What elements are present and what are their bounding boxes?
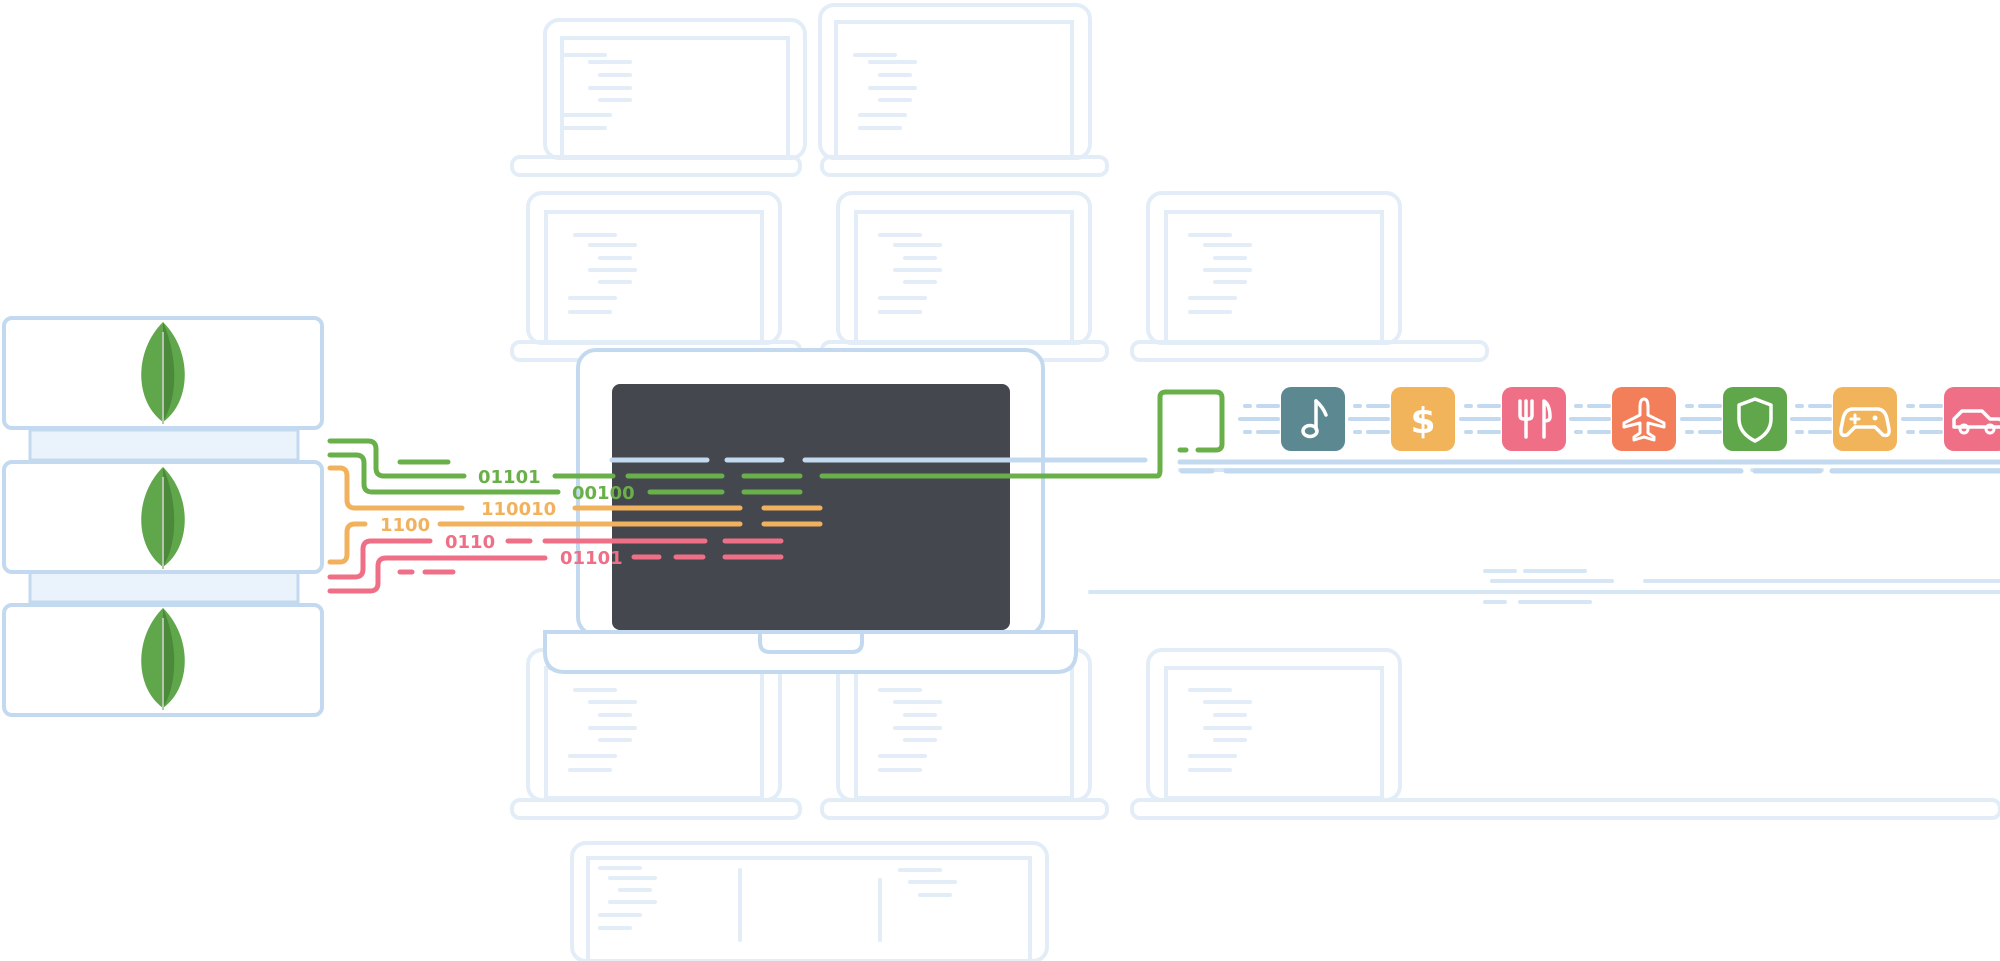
main-laptop <box>543 348 1078 674</box>
faint-connection-lines <box>1088 468 2000 604</box>
orange-data-stream <box>327 465 823 565</box>
app-icons: $ <box>1281 387 2000 451</box>
shield-icon <box>1723 387 1787 451</box>
background-laptop-row2-3 <box>1130 191 1489 362</box>
restaurant-icon <box>1502 387 1566 451</box>
airplane-icon <box>1612 387 1676 451</box>
background-laptop-top-mid <box>818 3 1109 177</box>
mongodb-leaf-icon <box>141 322 185 424</box>
database-connector-1 <box>28 428 300 462</box>
background-laptop-top-left <box>510 18 807 177</box>
dollar-icon: $ <box>1391 387 1455 451</box>
binary-label-green-2: 00100 <box>572 483 635 504</box>
mongodb-leaf-icon <box>141 608 185 710</box>
mongodb-leaf-icon <box>141 467 185 569</box>
background-laptop-row4-1 <box>510 648 802 820</box>
binary-label-pink-2: 01101 <box>560 548 623 569</box>
binary-label-orange-2: 1100 <box>380 515 430 536</box>
dollar-icon-glyph: $ <box>1410 401 1435 442</box>
background-laptop-row2-2 <box>820 191 1109 362</box>
binary-label-green-1: 01101 <box>478 467 541 488</box>
green-data-stream <box>327 389 1225 495</box>
background-laptop-bottom-left <box>570 841 1049 961</box>
binary-label-pink-1: 0110 <box>445 532 495 553</box>
database-stack <box>2 316 324 717</box>
main-laptop-notch <box>758 633 864 654</box>
music-note-icon <box>1281 387 1345 451</box>
background-laptop-row4-3 <box>1130 648 2000 820</box>
database-connector-2 <box>28 570 300 604</box>
app-icon-connectors <box>1238 404 1943 434</box>
background-laptop-row2-1 <box>510 191 802 362</box>
binary-labels: 01101 00100 110010 1100 0110 01101 <box>380 467 635 569</box>
car-icon <box>1944 387 2000 451</box>
gamepad-icon <box>1833 387 1897 451</box>
icon-row-underline <box>1177 459 2000 474</box>
binary-label-orange-1: 110010 <box>481 499 556 520</box>
background-laptop-row4-2 <box>820 648 1109 820</box>
pink-data-stream <box>327 538 784 594</box>
